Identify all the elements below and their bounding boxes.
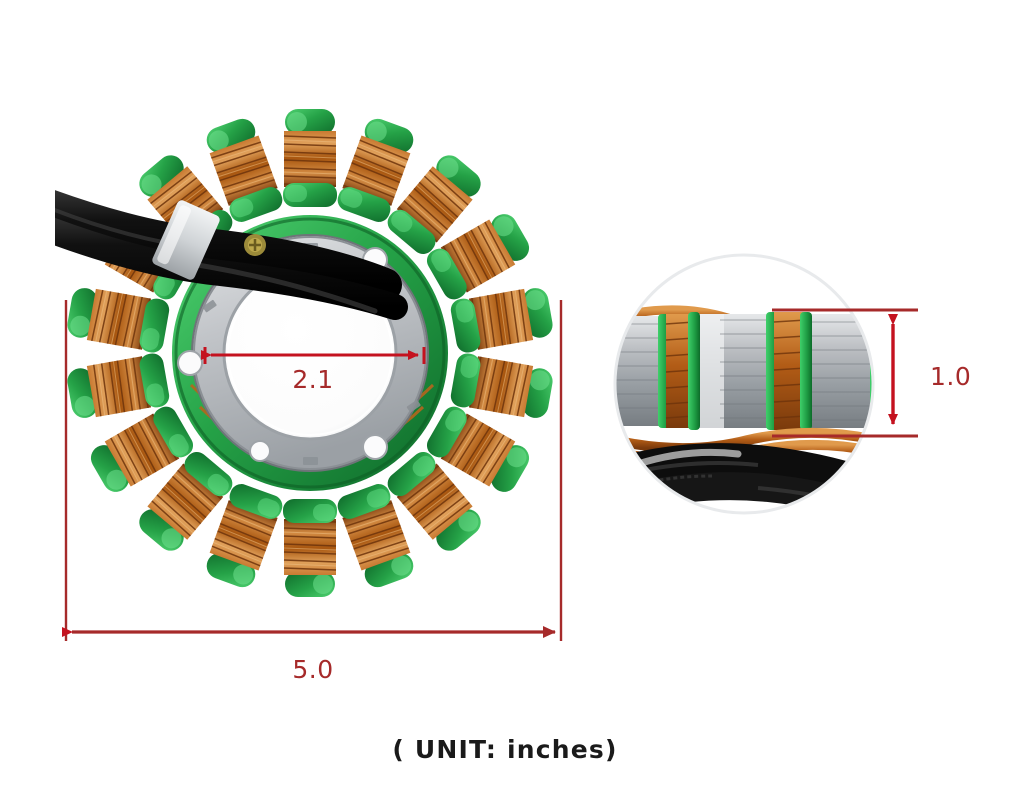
unit-caption: ( UNIT: inches) [392, 735, 618, 764]
dimension-label-outer-diameter: 5.0 [292, 655, 333, 684]
dimension-outer-diameter: 5.0 [62, 626, 556, 684]
cable-clamp [152, 200, 220, 280]
closeup-lamination-teeth [614, 312, 874, 430]
dimension-label-stack-height: 1.0 [930, 362, 971, 391]
stator-product-photo [55, 85, 565, 615]
mounting-screw [244, 234, 266, 256]
lamination-closeup-inset [608, 248, 880, 520]
inset-circle-border [613, 253, 875, 515]
